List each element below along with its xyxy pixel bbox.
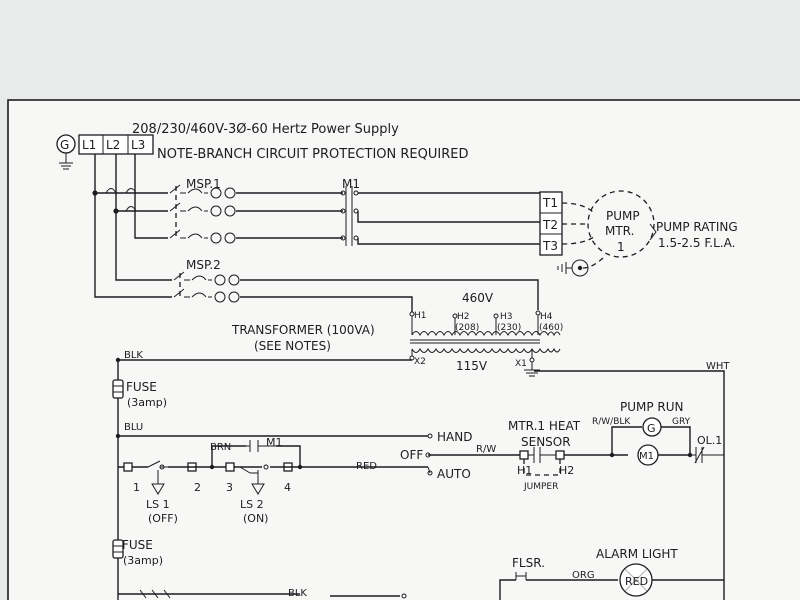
selector-common-terminal [425,452,431,458]
control-rails [115,357,725,600]
wire-red: RED [356,461,377,472]
terminal-l1: L1 [82,138,96,152]
transformer-note: (SEE NOTES) [254,339,331,353]
branch-note: NOTE-BRANCH CIRCUIT PROTECTION REQUIRED [157,147,468,162]
ground-label: G [60,138,69,152]
transformer-label: TRANSFORMER (100VA) [231,323,375,337]
secondary-voltage: 115V [456,359,488,373]
terminal-2: 2 [194,481,201,494]
ls2-state: (ON) [243,512,268,525]
ls1-label: LS 1 [146,498,170,511]
terminal-l2: L2 [106,138,120,152]
terminal-1: 1 [133,481,140,494]
msp1-label: MSP.1 [186,177,221,191]
supply-title: 208/230/460V-3Ø-60 Hertz Power Supply [132,122,399,137]
pump-run-label: PUMP RUN [620,400,684,414]
fuse1-label: FUSE [126,380,157,394]
primary-voltage: 460V [462,291,494,305]
terminal-3: 3 [226,481,233,494]
selector-hand: HAND [437,430,472,444]
heat-sensor-label: MTR.1 HEAT [508,419,581,433]
msp2-breaker [173,271,539,312]
fuse2-label: FUSE [122,538,153,552]
terminal-t1: T1 [542,196,558,210]
sensor-h1: H1 [517,464,532,477]
overload-label: OL.1 [697,434,722,447]
wire-gry: GRY [672,417,691,427]
fuse2-rating: (3amp) [123,554,163,567]
heat-sensor-label-2: SENSOR [521,435,571,449]
tap-h3-voltage: (230) [497,323,521,333]
control-fuse-2 [112,539,407,600]
tap-h2-voltage: (208) [455,323,479,333]
wire-wht: WHT [706,361,730,372]
ground-terminal: G [56,134,76,170]
pump-rating-1: PUMP RATING [656,220,738,234]
m1-label: M1 [342,177,360,191]
line-terminal-block: L1 L2 L3 [78,134,154,155]
tap-h3: H3 [500,312,513,322]
tap-h4: H4 [540,312,553,322]
wire-org: ORG [572,570,595,581]
terminal-4: 4 [284,481,291,494]
m1-aux-contact: M1 [266,436,283,449]
coil-m1: M1 [639,451,654,462]
alarm-lamp-red: RED [625,575,648,588]
tap-x2: X2 [414,357,426,367]
wire-rw: R/W [476,444,496,455]
wire-blk-bottom: BLK [288,588,307,599]
tap-h1: H1 [414,311,427,321]
tap-h4-voltage: (460) [539,323,563,333]
selector-auto: AUTO [437,467,471,481]
power-feeders [92,154,172,298]
wire-brn: BRN [210,442,231,453]
motor-name-1: PUMP [606,209,640,223]
level-switch-rung [118,440,433,495]
motor-starter-coil: M1 [637,444,724,466]
alarm-light-label: ALARM LIGHT [596,547,678,561]
ls2-label: LS 2 [240,498,264,511]
msp2-label: MSP.2 [186,258,221,272]
selector-off: OFF [400,448,423,462]
msp1-breaker [169,184,343,244]
sensor-h2: H2 [559,464,574,477]
control-fuse-1 [112,379,124,428]
jumper-label: JUMPER [523,482,558,492]
m1-contactor [340,186,540,246]
terminal-t2: T2 [542,218,558,232]
flsr-label: FLSR. [512,556,545,570]
wire-blu: BLU [124,422,143,433]
wire-rw-blk: R/W/BLK [592,417,631,427]
heat-sensor [519,447,628,476]
terminal-l3: L3 [131,138,145,152]
pump-motor: PUMP MTR. 1 [557,190,655,277]
control-transformer: H1 H2 (208) H3 (230) H4 (460) X2 X1 115V [409,310,563,377]
pump-rating-2: 1.5-2.5 F.L.A. [658,236,735,250]
pilot-light-g: G [647,422,656,435]
fuse1-rating: (3amp) [127,396,167,409]
pump-run-light: G [609,417,691,458]
tap-x1: X1 [515,359,527,369]
motor-name-3: 1 [617,240,625,254]
motor-terminal-block: T1 T2 T3 [539,191,596,256]
tap-h2: H2 [457,312,470,322]
pump-rating-bracket [649,223,657,241]
alarm-rung: RED [499,563,724,600]
wire-blk: BLK [124,350,143,361]
diagram-sheet [7,99,800,600]
ls1-state: (OFF) [148,512,178,525]
motor-name-2: MTR. [605,224,634,238]
hand-circuit [115,428,433,542]
terminal-t3: T3 [542,239,558,253]
